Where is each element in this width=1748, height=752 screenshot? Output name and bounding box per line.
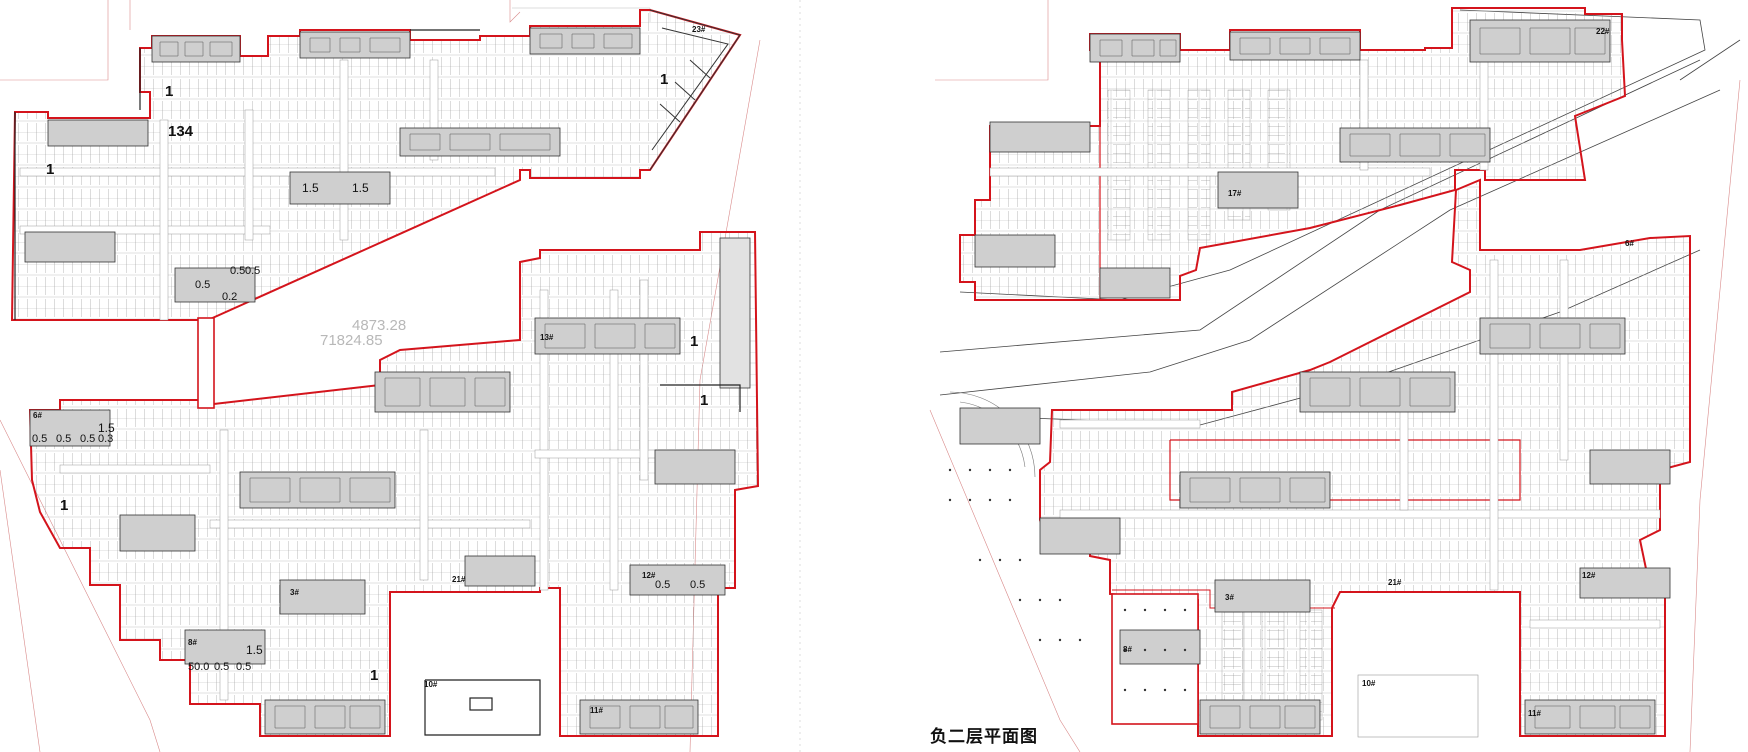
building-tag: 12#	[642, 571, 656, 580]
right-drive-aisles	[989, 59, 1661, 629]
marker-1: 1	[700, 392, 708, 409]
building-tag: 11#	[590, 706, 603, 715]
building-tag: 21#	[452, 575, 466, 584]
building-tag: 10#	[424, 680, 438, 689]
left-area-labels: 4873.28 71824.85	[320, 317, 406, 349]
building-tag: 8#	[188, 638, 197, 647]
left-ramp	[649, 9, 741, 171]
left-building-tags: 6# 12# 21# 23# 10# 11# 13# 3# 8#	[33, 25, 706, 715]
marker-1: 1	[370, 667, 378, 684]
marker-0.5: 0.5	[195, 279, 210, 291]
marker-1: 1	[660, 71, 668, 88]
marker-0.5: 0.5	[56, 433, 71, 445]
right-core-details	[1099, 27, 1651, 729]
right-floor-plan: 6# 12# 21# 22# 10# 11# 17# 8# 3#	[929, 0, 1741, 752]
marker-50.0: 50.0	[188, 661, 209, 673]
marker-1: 1	[60, 497, 68, 514]
left-drive-aisles	[19, 59, 736, 701]
marker-0.5: 0.5	[230, 265, 245, 277]
building-tag: 12#	[1582, 571, 1596, 580]
building-tag: 10#	[1362, 679, 1376, 688]
left-markers: 134 1 1 1 1 1 1 1 1.5 1.5 1.5 1.5 0.5 0.…	[32, 71, 708, 684]
building-tag: 22#	[1596, 27, 1610, 36]
marker-0.5: 0.5	[80, 433, 95, 445]
right-site-boundary	[929, 0, 1741, 752]
marker-1.5: 1.5	[352, 181, 369, 195]
drawing-caption: 负二层平面图	[930, 727, 1038, 747]
building-tag: 3#	[290, 588, 299, 597]
marker-1: 1	[165, 83, 173, 100]
building-tag: 3#	[1225, 593, 1234, 602]
marker-1.5: 1.5	[98, 421, 115, 435]
building-tag: 6#	[33, 411, 42, 420]
marker-1.5: 1.5	[302, 181, 319, 195]
building-tag: 6#	[1625, 239, 1634, 248]
left-floor-plan: 134 1 1 1 1 1 1 1 1.5 1.5 1.5 1.5 0.5 0.…	[0, 0, 801, 752]
area-label: 4873.28	[352, 317, 406, 334]
marker-1.5: 1.5	[246, 643, 263, 657]
right-column-dots	[948, 468, 1187, 692]
building-tag: 17#	[1228, 189, 1242, 198]
marker-1: 1	[46, 161, 54, 178]
left-residential-cores	[24, 27, 751, 735]
left-wall-lines	[14, 29, 741, 736]
left-core-details	[159, 33, 694, 729]
marker-0.5: 0.5	[214, 661, 229, 673]
marker-0.3: 0.3	[98, 433, 113, 445]
marker-1: 1	[690, 333, 698, 350]
marker-134: 134	[168, 123, 194, 140]
marker-0.5: 0.5	[245, 265, 260, 277]
marker-0.5: 0.5	[690, 579, 705, 591]
building-tag: 23#	[692, 25, 706, 34]
marker-0.5: 0.5	[236, 661, 251, 673]
marker-0.2: 0.2	[222, 291, 237, 303]
marker-0.5: 0.5	[32, 433, 47, 445]
building-tag: 13#	[540, 333, 554, 342]
area-label: 71824.85	[320, 332, 383, 349]
building-tag: 11#	[1528, 709, 1541, 718]
building-tag: 8#	[1123, 645, 1132, 654]
building-tag: 21#	[1388, 578, 1402, 587]
marker-0.5: 0.5	[655, 579, 670, 591]
right-building-tags: 6# 12# 21# 22# 10# 11# 17# 8# 3#	[1123, 27, 1634, 718]
